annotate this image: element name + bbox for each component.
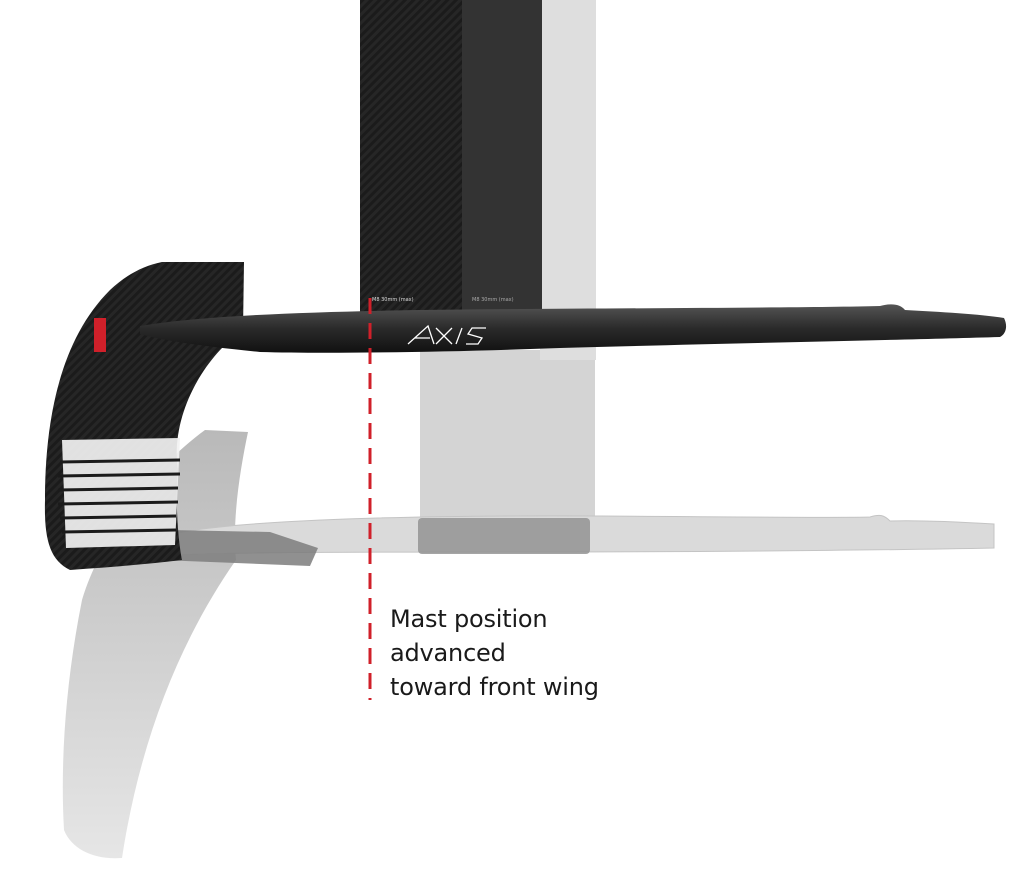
ghost-mast-plate [418,518,590,554]
wing-badge [94,318,106,352]
svg-text:M8 30mm (max): M8 30mm (max) [372,297,414,303]
wing-spec-label [62,438,180,548]
wing-spec-stripes [57,458,181,534]
annotation-line-1: Mast position [390,605,548,633]
ghost-rear-fitting [150,530,318,566]
fuselage [140,304,1007,353]
axis-logo [407,324,486,345]
mast: M8 30mm (max) M8 30mm (max) [360,0,542,312]
annotation-line-3: toward front wing [390,673,599,701]
annotation-line-2: advanced [390,639,506,667]
annotation-caption: Mast position advanced toward front wing [390,602,599,704]
svg-text:M8 30mm (max): M8 30mm (max) [472,297,514,303]
